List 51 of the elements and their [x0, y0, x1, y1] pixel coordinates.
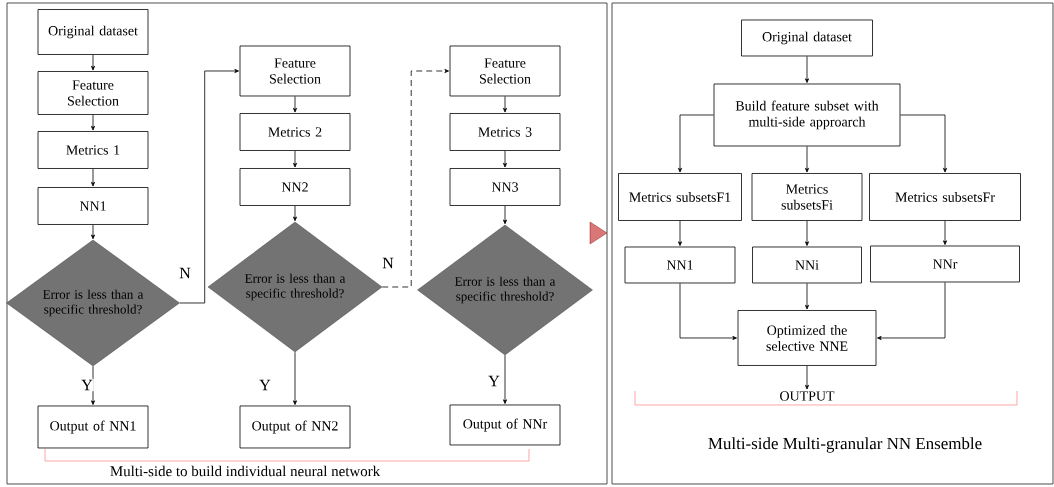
process-box: Output of NNr — [449, 404, 561, 446]
process-box: Metrics 1 — [37, 131, 149, 169]
process-box: Build feature subset with multi-side approarch — [713, 83, 901, 147]
arrow — [805, 146, 809, 173]
process-box: Output of NN2 — [239, 405, 351, 449]
process-box: NN2 — [239, 168, 351, 206]
arrow — [678, 114, 714, 173]
arrow — [381, 69, 449, 288]
output-label: OUTPUT — [780, 391, 835, 401]
process-box: Optimized the selective NNE — [737, 310, 877, 366]
process-box: Metrics subsetsFr — [869, 173, 1021, 221]
process-box: NN3 — [449, 168, 561, 206]
arrow — [91, 114, 95, 131]
arrow — [91, 54, 95, 71]
process-box: NN1 — [37, 187, 149, 225]
arrow — [805, 365, 809, 390]
process-box: Original dataset — [37, 9, 149, 55]
arrow — [679, 283, 737, 340]
arrow — [678, 220, 682, 246]
process-box: NN1 — [624, 246, 736, 284]
process-box: Metrics subsetsFi — [751, 173, 863, 221]
arrow — [503, 205, 507, 225]
arrow — [293, 150, 297, 168]
caption: Multi-side to build individual neural network — [110, 465, 381, 477]
process-box: Output of NN1 — [37, 405, 149, 449]
arrow — [91, 224, 95, 240]
arrow — [805, 56, 809, 83]
arrow — [805, 283, 809, 310]
arrow — [900, 114, 947, 173]
process-box: NNr — [870, 245, 1020, 283]
process-box: Feature Selection — [239, 45, 351, 97]
process-box: Metrics 2 — [239, 113, 351, 151]
arrow — [293, 96, 297, 113]
process-box: Feature Selection — [449, 45, 561, 97]
process-box: NNi — [752, 246, 862, 284]
arrow — [293, 205, 297, 222]
caption: Multi-side Multi-granular NN Ensemble — [708, 437, 982, 453]
arrow — [805, 220, 809, 246]
process-box: Metrics 3 — [449, 113, 561, 151]
process-box: Feature Selection — [37, 71, 149, 115]
arrow — [877, 282, 946, 340]
arrow — [293, 351, 297, 405]
arrow — [503, 96, 507, 113]
arrow — [503, 150, 507, 168]
arrow — [943, 220, 947, 245]
process-box: Metrics subsetsF1 — [618, 173, 742, 221]
arrow — [179, 69, 239, 304]
arrow — [91, 365, 95, 405]
arrow — [503, 354, 507, 404]
arrow — [91, 168, 95, 187]
process-box: Original dataset — [741, 19, 873, 57]
